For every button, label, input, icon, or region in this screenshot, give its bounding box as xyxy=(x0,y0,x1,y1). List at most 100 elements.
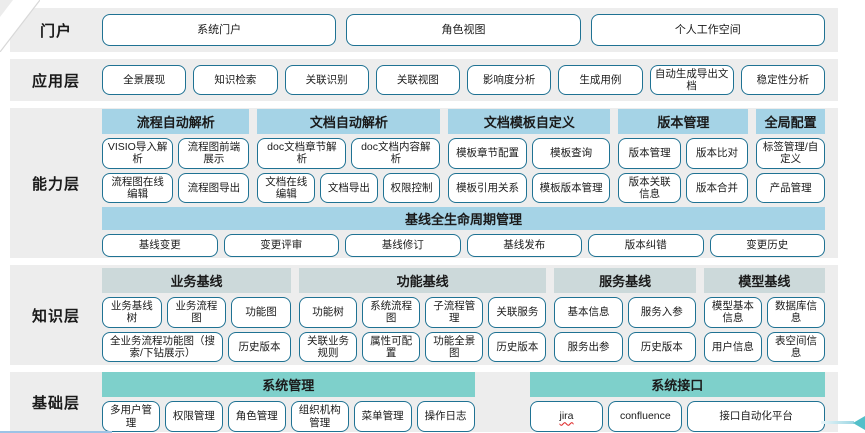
layer-application: 应用层全景展现知识检索关联识别关联视图影响度分析生成用例自动生成导出文档稳定性分… xyxy=(10,59,838,101)
group-header: 文档模板自定义 xyxy=(448,109,611,135)
diagram-box: 个人工作空间 xyxy=(590,14,825,46)
diagram-box: 稳定性分析 xyxy=(740,64,825,96)
diagram-box-label: 数据库信息 xyxy=(774,300,817,325)
diagram-box: 流程图在线编辑 xyxy=(102,172,174,203)
diagram-box: 权限控制 xyxy=(382,172,441,203)
diagram-box: 版本比对 xyxy=(685,138,749,169)
group-header: 功能基线 xyxy=(298,268,547,294)
diagram-box: 属性可配置 xyxy=(362,331,421,362)
diagram-box: 版本合并 xyxy=(685,172,749,203)
group: 服务基线基本信息服务入参服务出参历史版本 xyxy=(554,268,696,362)
diagram-box: 基线发布 xyxy=(466,233,582,257)
button-row: 用户信息表空间信息 xyxy=(703,331,826,362)
button-row: 多用户管理权限管理角色管理组织机构管理菜单管理 操作日志 xyxy=(102,401,475,432)
diagram-box-label: 服务出参 xyxy=(567,340,610,353)
button-row: 版本关联信息版本合并 xyxy=(618,172,749,203)
group-columns: 业务基线业务基线树业务流程图功能图全业务流程功能图（搜索/下钻展示）历史版本功能… xyxy=(102,268,826,362)
diagram-box: 服务出参 xyxy=(554,331,623,362)
diagram-box: 知识检索 xyxy=(193,64,278,96)
diagram-box: 基本信息 xyxy=(554,297,623,328)
layer-capability-label: 能力层 xyxy=(31,175,80,193)
layer-portal-label: 门户 xyxy=(39,22,72,40)
diagram-box: 历史版本 xyxy=(488,331,547,362)
button-row: 标签管理/自定义 xyxy=(756,138,826,169)
cursor-arrow-tail xyxy=(821,421,854,424)
group: 文档模板自定义模板章节配置模板查询模板引用关系模板版本管理 xyxy=(448,109,611,203)
diagram-box: 服务入参 xyxy=(627,297,696,328)
diagram-box: 角色管理 xyxy=(227,401,286,432)
diagram-box: 权限管理 xyxy=(164,401,223,432)
diagram-box: doc文档章节解析 xyxy=(257,138,347,169)
diagram-box: 业务基线树 xyxy=(102,297,162,328)
diagram-box: 全业务流程功能图（搜索/下钻展示） xyxy=(102,331,224,362)
diagram-box: 组织机构管理 xyxy=(290,401,349,432)
diagram-box: 流程图导出 xyxy=(178,172,250,203)
diagram-box: 表空间信息 xyxy=(766,331,826,362)
diagram-box-label: 关联服务 xyxy=(496,306,539,319)
diagram-box-label: 基线修订 xyxy=(381,239,424,252)
diagram-box: 操作日志 xyxy=(416,401,475,432)
group: 业务基线业务基线树业务流程图功能图全业务流程功能图（搜索/下钻展示）历史版本 xyxy=(102,268,291,362)
diagram-box-label: 稳定性分析 xyxy=(756,73,810,86)
diagram-box: 功能树 xyxy=(298,297,358,328)
diagram-box-label: 历史版本 xyxy=(496,340,539,353)
diagram-box-label: doc文档章节解析 xyxy=(267,141,337,166)
layer-knowledge-label: 知识层 xyxy=(31,307,80,325)
diagram-box: 生成用例 xyxy=(558,64,643,96)
group-header: 业务基线 xyxy=(102,268,291,294)
diagram-box-label: 属性可配置 xyxy=(370,334,413,359)
diagram-box: 模型基本信息 xyxy=(703,297,762,328)
button-row: 文档在线编辑文档导出权限控制 xyxy=(257,172,441,203)
baseline-header: 基线全生命周期管理 xyxy=(102,206,825,230)
diagram-box-label: 标签管理/自定义 xyxy=(762,141,819,166)
diagram-box-label: 操作日志 xyxy=(424,410,467,423)
diagram-box: 流程图前端展示 xyxy=(178,138,250,169)
diagram-box-label: 模型基本信息 xyxy=(711,300,754,325)
diagram-box-label: 文档在线编辑 xyxy=(265,175,308,200)
diagram-box-label: 变更评审 xyxy=(260,239,303,252)
diagram-box: 文档导出 xyxy=(320,172,378,203)
diagram-box: 子流程管理 xyxy=(425,297,484,328)
diagram-box: 接口自动化平台 xyxy=(687,401,825,432)
diagram-box: 基线修订 xyxy=(345,233,461,257)
layer-knowledge: 知识层业务基线业务基线树业务流程图功能图全业务流程功能图（搜索/下钻展示）历史版… xyxy=(10,265,838,365)
diagram-box-label: 个人工作空间 xyxy=(674,23,741,36)
diagram-box: 关联视图 xyxy=(375,64,460,96)
diagram-box-label: 系统流程图 xyxy=(370,300,413,325)
diagram-box-label: 全业务流程功能图（搜索/下钻展示） xyxy=(110,334,215,359)
button-row: 模型基本信息数据库信息 xyxy=(703,297,826,328)
diagram-box-label: 自动生成导出文档 xyxy=(654,67,729,92)
diagram-box: 历史版本 xyxy=(228,331,291,362)
baseline-lifecycle-section: 基线全生命周期管理基线变更变更评审基线修订基线发布版本纠错变更历史 xyxy=(102,206,825,257)
layer-application-content: 全景展现知识检索关联识别关联视图影响度分析生成用例自动生成导出文档稳定性分析 xyxy=(102,59,838,101)
diagram-box: 用户信息 xyxy=(703,331,762,362)
group: 版本管理版本管理版本比对版本关联信息版本合并 xyxy=(618,109,749,203)
button-row: 版本管理版本比对 xyxy=(618,138,749,169)
diagram-box: 模板章节配置 xyxy=(448,138,527,169)
diagram-box-label: 生成用例 xyxy=(579,73,622,86)
diagram-box: 业务流程图 xyxy=(166,297,227,328)
diagram-box-label: 模板版本管理 xyxy=(539,181,603,194)
group: 系统管理多用户管理权限管理角色管理组织机构管理菜单管理操作日志 xyxy=(102,372,475,432)
diagram-box: 模板版本管理 xyxy=(531,172,611,203)
diagram-box-label: confluence xyxy=(619,410,671,423)
diagram-box-label: 基本信息 xyxy=(567,306,610,319)
diagram-box-label: 业务流程图 xyxy=(175,300,218,325)
button-row: 基线变更变更评审基线修订基线发布版本纠错变更历史 xyxy=(102,233,825,257)
diagram-box-label: 流程图前端展示 xyxy=(187,141,241,166)
diagram-box-label: 子流程管理 xyxy=(433,300,476,325)
diagram-box-label: 权限控制 xyxy=(390,181,433,194)
diagram-box-label: 全景展现 xyxy=(123,73,166,86)
diagram-box-label: 菜单管理 xyxy=(361,410,404,423)
diagram-box: 多用户管理 xyxy=(102,401,160,432)
diagram-box-label: 服务入参 xyxy=(640,306,683,319)
diagram-box-label: 版本比对 xyxy=(696,147,739,160)
button-row: 关联业务规则属性可配置功能全景图历史版本 xyxy=(298,331,547,362)
diagram-box-label: 版本关联信息 xyxy=(628,175,671,200)
